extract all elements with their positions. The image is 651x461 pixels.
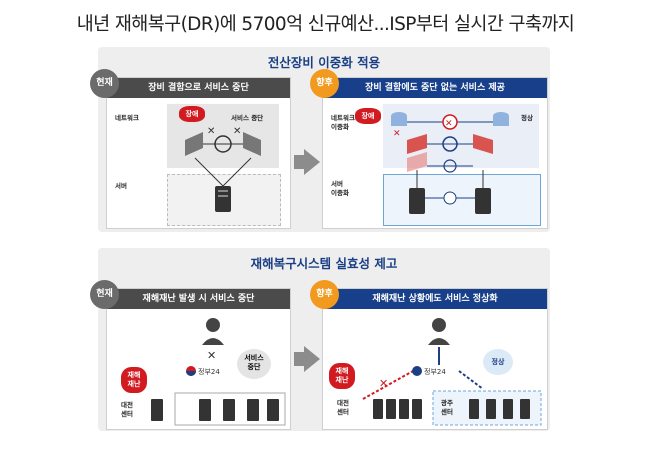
daejeon-center-label-line1: 대전 xyxy=(337,399,349,407)
svg-text:✕: ✕ xyxy=(207,349,216,362)
future-dr-diagram: ✕ xyxy=(362,318,542,426)
infographic-dr-section: 재해복구시스템 실효성 제고 재해재난 발생 시 서비스 중단 ✕ 정부24 서… xyxy=(90,248,550,431)
gov24-label: 정부24 xyxy=(198,368,220,376)
current-dr-diagram: ✕ xyxy=(174,318,286,426)
transition-arrow-stem xyxy=(294,352,304,366)
current-panel-bar: 장비 결함으로 서비스 중단 xyxy=(107,78,290,98)
disaster-line2: 재난 xyxy=(335,376,349,384)
normal-bubble: 정상 xyxy=(483,349,513,375)
current-panel-bar: 재해재난 발생 시 서비스 중단 xyxy=(107,289,290,309)
service-stop-label: 서비스 중단 xyxy=(231,114,264,122)
transition-arrow-stem xyxy=(294,155,304,169)
future-badge: 향후 xyxy=(310,69,339,98)
current-badge: 현재 xyxy=(90,280,119,309)
future-network-diagram: ✕ ✕ xyxy=(391,112,509,214)
transition-arrow-icon xyxy=(304,149,320,175)
disaster-line1: 재해 xyxy=(127,371,141,379)
transition-arrow-icon xyxy=(304,346,320,372)
article-headline: 내년 재해복구(DR)에 5700억 신규예산...ISP부터 실시간 구축까지 xyxy=(76,14,575,35)
current-servers-left xyxy=(151,399,163,421)
svg-text:✕: ✕ xyxy=(207,126,215,137)
disaster-line1: 재해 xyxy=(335,367,349,375)
section-title: 전산장비 이중화 적용 xyxy=(267,55,381,70)
normal-label: 정상 xyxy=(521,114,533,122)
gwangju-center-label-line2: 센터 xyxy=(441,408,453,416)
svg-text:✕: ✕ xyxy=(393,129,401,139)
server-redundancy-label: 이중화 xyxy=(331,189,349,197)
network-zone xyxy=(383,104,539,168)
disaster-burst: 재해 재난 xyxy=(121,367,147,393)
future-panel-bar: 장비 결함에도 중단 없는 서비스 제공 xyxy=(323,78,547,98)
network-redundancy-label: 이중화 xyxy=(331,123,349,131)
server-label: 서버 xyxy=(115,182,127,190)
server-label: 서버 xyxy=(331,180,343,188)
daejeon-center-label-line2: 센터 xyxy=(337,408,349,416)
future-badge: 향후 xyxy=(310,280,339,309)
current-badge: 현재 xyxy=(90,69,119,98)
svg-text:✕: ✕ xyxy=(445,119,453,129)
service-stop-line1: 서비스 xyxy=(244,354,264,362)
current-network-diagram: ✕ ✕ xyxy=(185,126,261,212)
fault-burst: 장애 xyxy=(355,108,381,124)
gwangju-center-label-line1: 광주 xyxy=(441,399,453,407)
disaster-burst: 재해 재난 xyxy=(329,363,355,389)
disaster-line2: 재난 xyxy=(127,380,141,388)
future-panel: 장비 결함에도 중단 없는 서비스 제공 네트워크 이중화 서버 이중화 장애 … xyxy=(322,77,548,229)
future-panel-bar: 재해재난 상황에도 서비스 정상화 xyxy=(323,289,547,309)
fault-burst: 장애 xyxy=(179,106,205,122)
gov24-label: 정부24 xyxy=(424,368,446,376)
service-stop-bubble: 서비스 중단 xyxy=(237,349,271,379)
current-panel: 장비 결함으로 서비스 중단 네트워크 서버 장애 서비스 중단 ✕ ✕ xyxy=(106,77,291,229)
future-panel: 재해재난 상황에도 서비스 정상화 ✕ 정부24 정상 재해 재난 대전 센터 xyxy=(322,288,548,430)
network-label: 네트워크 xyxy=(115,114,139,122)
svg-text:✕: ✕ xyxy=(379,377,388,390)
current-panel: 재해재난 발생 시 서비스 중단 ✕ 정부24 서비스 중단 재해 재난 대전 … xyxy=(106,288,291,430)
network-label: 네트워크 xyxy=(331,114,355,122)
section-title: 재해복구시스템 실효성 제고 xyxy=(250,256,398,271)
svg-text:✕: ✕ xyxy=(233,126,241,137)
daejeon-center-label-line1: 대전 xyxy=(121,401,133,409)
infographic-redundancy-section: 전산장비 이중화 적용 장비 결함으로 서비스 중단 네트워크 서버 장애 서비… xyxy=(90,47,550,232)
service-stop-line2: 중단 xyxy=(247,363,261,371)
daejeon-center-label-line2: 센터 xyxy=(121,410,133,418)
